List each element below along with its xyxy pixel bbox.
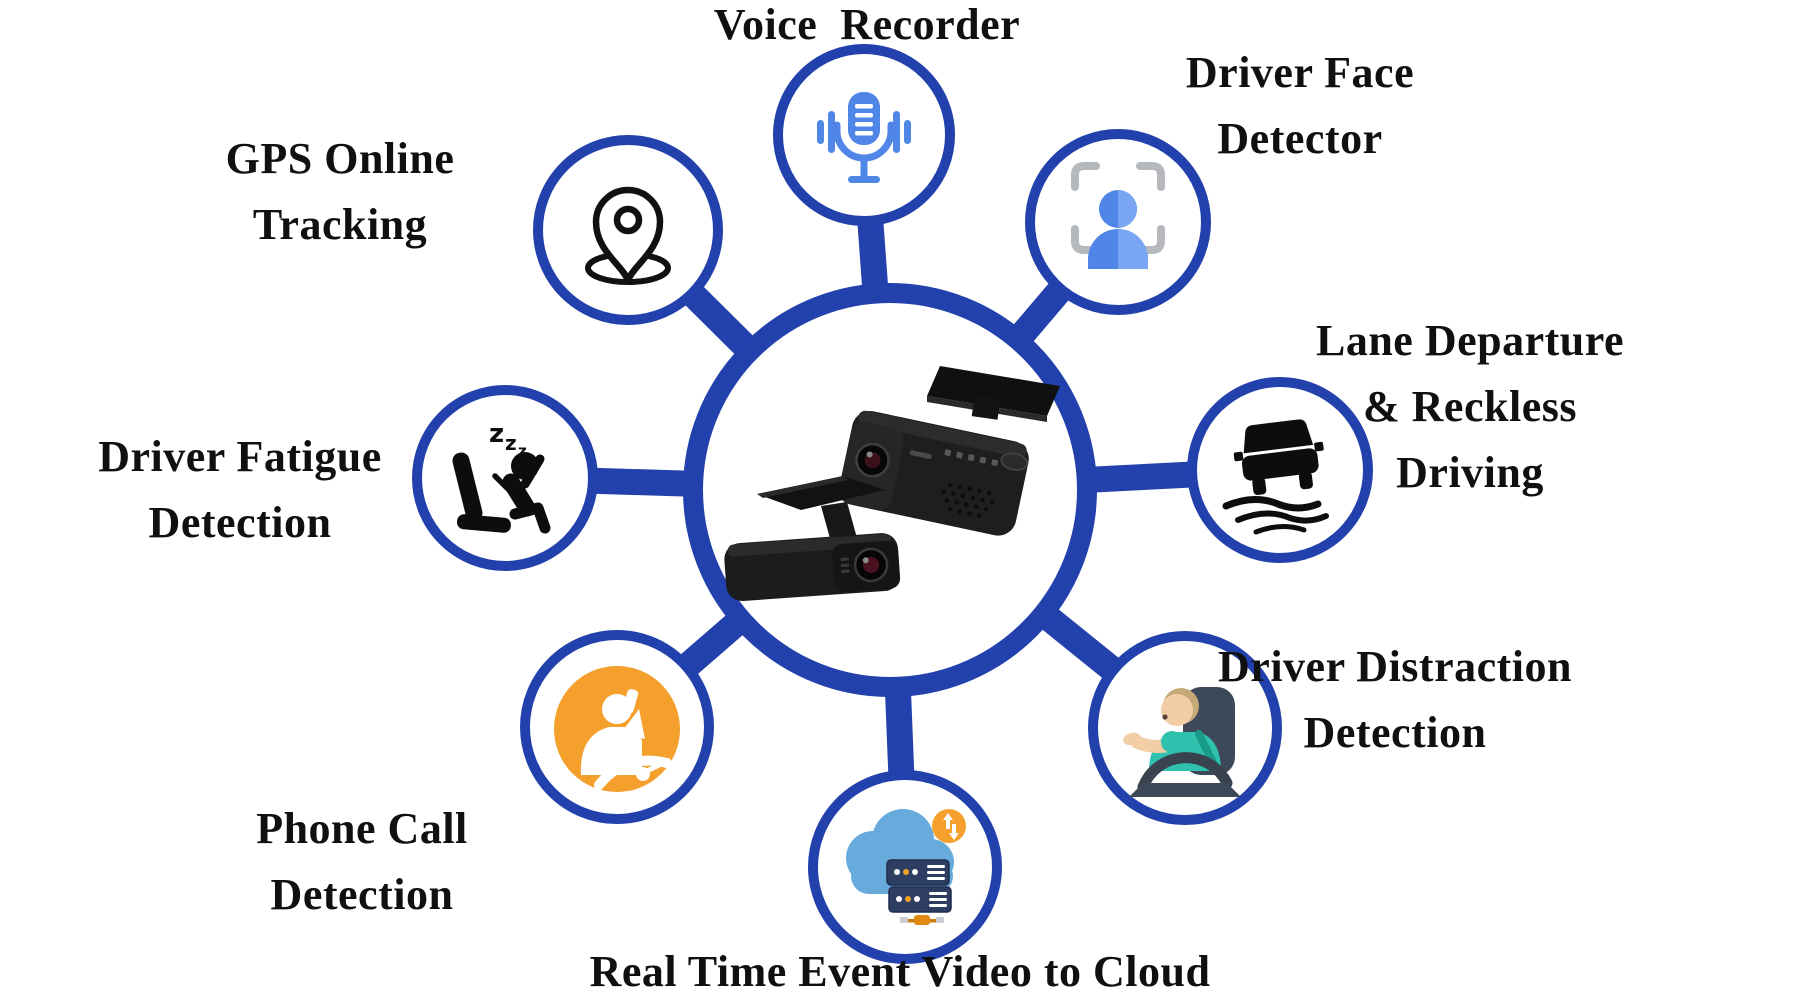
- phone-call-icon: [554, 666, 680, 792]
- svg-text:z: z: [518, 442, 527, 460]
- microphone-icon: [817, 92, 911, 183]
- cloud-server-icon: [846, 809, 966, 925]
- location-pin-icon: [585, 186, 671, 285]
- svg-text:z: z: [505, 431, 517, 455]
- label-voice-recorder: Voice Recorder: [713, 0, 1021, 49]
- label-driver-face-detector: Driver Face Detector: [1185, 48, 1415, 163]
- label-driver-fatigue: Driver Fatigue Detection: [98, 432, 382, 547]
- face-detection-icon: [1071, 162, 1165, 269]
- label-cloud-video: Real Time Event Video to Cloud: [589, 947, 1211, 996]
- label-gps-online-tracking: GPS Online Tracking: [225, 134, 455, 249]
- dashcam-front-unit: [724, 476, 901, 601]
- label-phone-call-detection: Phone Call Detection: [256, 804, 468, 919]
- sleeping-driver-icon: z z z: [452, 419, 551, 534]
- distracted-driver-icon: [1123, 687, 1241, 797]
- dashcam-product-image: [724, 366, 1060, 601]
- car-skid-icon: [1222, 419, 1329, 535]
- label-lane-departure: Lane Departure & Reckless Driving: [1315, 316, 1625, 497]
- label-driver-distraction: Driver Distraction Detection: [1218, 642, 1572, 757]
- dashcam-rear-unit: [838, 366, 1060, 536]
- svg-text:z: z: [489, 419, 504, 449]
